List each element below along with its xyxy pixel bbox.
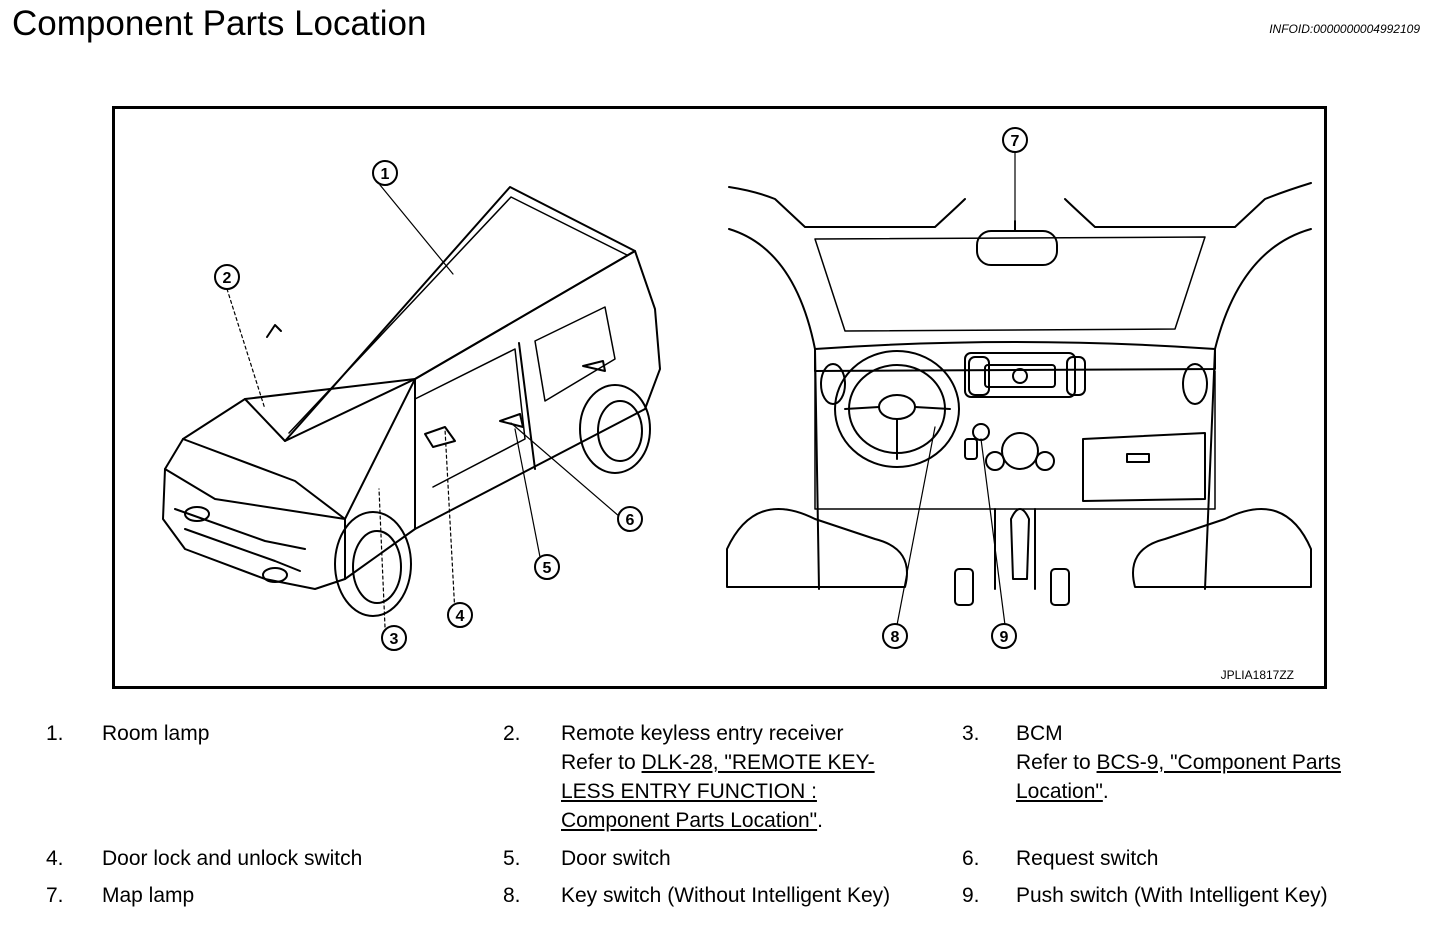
legend-item-2: Remote keyless entry receiver Refer to D… <box>561 719 941 835</box>
callout-8: 8 <box>882 623 908 649</box>
svg-text:6: 6 <box>626 512 635 529</box>
svg-text:4: 4 <box>456 608 465 625</box>
vehicle-exterior-drawing <box>162 184 661 628</box>
ref-link-bcs-9[interactable]: BCS-9, "Component Parts <box>1096 751 1341 774</box>
legend-item-7: Map lamp <box>102 884 195 907</box>
ref-link-dlk-28-line3[interactable]: Component Parts Location" <box>561 809 818 832</box>
legend-item-9: Push switch (With Intelligent Key) <box>1016 884 1328 907</box>
ref-prefix: Refer to <box>561 751 642 774</box>
svg-text:2: 2 <box>223 270 232 287</box>
svg-text:7: 7 <box>1011 133 1020 150</box>
legend-item-3-label: BCM <box>1016 722 1063 745</box>
legend-num-4: 4. <box>46 847 64 870</box>
callout-6: 6 <box>617 506 643 532</box>
legend-num-5: 5. <box>503 847 521 870</box>
ref-link-bcs-9-line2[interactable]: Location" <box>1016 780 1103 803</box>
svg-text:3: 3 <box>390 631 399 648</box>
legend-item-4: Door lock and unlock switch <box>102 847 363 870</box>
legend-num-9: 9. <box>962 884 980 907</box>
callouts: 1 2 3 4 5 6 7 8 9 <box>214 127 1028 651</box>
callout-1: 1 <box>372 160 398 186</box>
legend-num-3: 3. <box>962 722 980 745</box>
svg-text:8: 8 <box>891 629 900 646</box>
legend-item-5: Door switch <box>561 847 671 870</box>
ref-suffix: . <box>1102 780 1109 803</box>
legend-item-6: Request switch <box>1016 847 1159 870</box>
ref-suffix: . <box>817 809 823 832</box>
svg-text:5: 5 <box>543 560 552 577</box>
svg-text:1: 1 <box>381 166 390 183</box>
legend-num-1: 1. <box>46 722 64 745</box>
vehicle-interior-drawing <box>726 152 1312 626</box>
callout-4: 4 <box>447 602 473 628</box>
ref-link-dlk-28[interactable]: DLK-28, "REMOTE KEY- <box>641 751 875 774</box>
ref-link-dlk-28-line2[interactable]: LESS ENTRY FUNCTION : <box>561 780 817 803</box>
legend-num-2: 2. <box>503 722 521 745</box>
legend-item-2-label: Remote keyless entry receiver <box>561 722 844 745</box>
legend-item-8: Key switch (Without Intelligent Key) <box>561 884 891 907</box>
illustration: 1 2 3 4 5 6 7 8 9 <box>162 127 1312 651</box>
legend-num-6: 6. <box>962 847 980 870</box>
legend-item-3: BCM Refer to BCS-9, "Component Parts Loc… <box>1016 719 1416 806</box>
callout-2: 2 <box>214 264 240 290</box>
info-id: INFOID:0000000004992109 <box>1269 22 1420 36</box>
legend-num-8: 8. <box>503 884 521 907</box>
component-location-figure: 1 2 3 4 5 6 7 8 9 JPLIA1817ZZ <box>112 106 1327 689</box>
legend-num-7: 7. <box>46 884 64 907</box>
ref-prefix: Refer to <box>1016 751 1097 774</box>
legend-item-1: Room lamp <box>102 722 210 745</box>
figure-code: JPLIA1817ZZ <box>1220 668 1294 682</box>
page-title: Component Parts Location <box>12 4 427 43</box>
callout-5: 5 <box>534 554 560 580</box>
svg-text:9: 9 <box>1000 629 1009 646</box>
callout-7: 7 <box>1002 127 1028 153</box>
callout-3: 3 <box>381 625 407 651</box>
callout-9: 9 <box>991 623 1017 649</box>
